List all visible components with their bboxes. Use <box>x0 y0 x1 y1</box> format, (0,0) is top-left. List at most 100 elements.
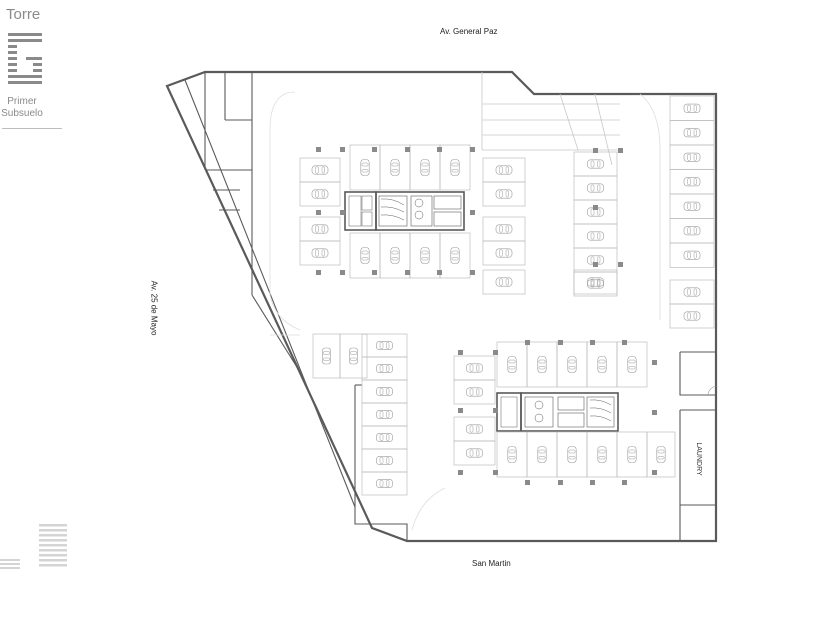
column <box>458 350 463 355</box>
column <box>470 210 475 215</box>
level-label: Primer Subsuelo <box>0 96 44 120</box>
column <box>405 270 410 275</box>
tower-title: Torre <box>6 6 41 23</box>
parking-stall <box>616 431 648 478</box>
door-swing <box>707 385 717 396</box>
parking-stall <box>482 269 526 295</box>
parking-stall <box>361 333 408 358</box>
basement-stack-icon <box>0 559 20 569</box>
column <box>405 147 410 152</box>
parking-stall <box>299 216 341 242</box>
column <box>340 270 345 275</box>
column <box>525 340 530 345</box>
column <box>493 408 498 413</box>
column <box>593 262 598 267</box>
column <box>316 270 321 275</box>
parking-stall <box>482 181 526 207</box>
parking-stall <box>586 431 618 478</box>
column <box>593 148 598 153</box>
column <box>458 470 463 475</box>
column <box>558 480 563 485</box>
column <box>618 148 623 153</box>
core-south <box>496 392 619 432</box>
column <box>590 340 595 345</box>
parking-stall <box>496 341 528 388</box>
parking-stall <box>496 431 528 478</box>
parking-stall <box>669 120 715 146</box>
parking-stall <box>361 471 408 496</box>
level-divider <box>2 128 62 129</box>
parking-stall <box>573 151 618 177</box>
parking-stall <box>526 341 558 388</box>
column <box>593 205 598 210</box>
parking-stall <box>616 341 648 388</box>
column <box>372 147 377 152</box>
parking-stall <box>453 416 496 442</box>
tower-letter-logo <box>8 33 42 84</box>
parking-stall <box>312 333 341 379</box>
outer-walls <box>165 70 718 543</box>
parking-stall <box>573 247 618 273</box>
parking-stall <box>409 232 441 279</box>
street-label-north: Av. General Paz <box>440 27 498 36</box>
parking-stall <box>573 199 618 225</box>
parking-stall <box>299 240 341 266</box>
column <box>590 480 595 485</box>
street-label-south: San Martin <box>472 559 511 568</box>
parking-stall <box>669 144 715 170</box>
column <box>493 350 498 355</box>
parking-stall <box>361 448 408 473</box>
parking-stall <box>573 271 618 297</box>
parking-stall <box>361 379 408 404</box>
structural-columns <box>316 147 657 485</box>
parking-stall <box>669 95 715 121</box>
column <box>340 210 345 215</box>
column <box>652 360 657 365</box>
parking-stall <box>453 440 496 466</box>
parking-stall <box>409 144 441 191</box>
circulation-lines <box>269 91 661 531</box>
parking-stall <box>439 144 471 191</box>
parking-stall <box>669 193 715 219</box>
ramp <box>481 72 620 166</box>
column <box>622 480 627 485</box>
level-label-line2: Subsuelo <box>1 108 43 119</box>
parking-stall <box>646 431 676 478</box>
parking-stall <box>361 425 408 450</box>
parking-stall <box>556 431 588 478</box>
sidebar: Torre Primer Subsuelo <box>0 0 67 630</box>
column <box>652 410 657 415</box>
column <box>622 340 627 345</box>
column <box>316 147 321 152</box>
column <box>372 270 377 275</box>
parking-stall <box>556 341 588 388</box>
laundry-label: LAUNDRY <box>695 442 702 476</box>
column <box>316 210 321 215</box>
parking-stall <box>361 356 408 381</box>
parking-stall <box>526 431 558 478</box>
parking-stalls <box>299 95 715 496</box>
column <box>470 147 475 152</box>
parking-stall <box>573 223 618 249</box>
column <box>493 470 498 475</box>
parking-stall <box>669 303 715 329</box>
parking-stall <box>361 402 408 427</box>
parking-stall <box>453 379 496 405</box>
parking-stall <box>339 333 368 379</box>
column <box>652 470 657 475</box>
core-north <box>344 191 465 231</box>
column <box>340 147 345 152</box>
level-label-line1: Primer <box>7 96 37 107</box>
parking-stall <box>669 218 715 244</box>
column <box>437 147 442 152</box>
parking-stall <box>669 242 715 268</box>
parking-stall <box>482 240 526 266</box>
level-stack-icon <box>39 524 67 567</box>
column <box>558 340 563 345</box>
parking-stall <box>573 269 618 295</box>
column <box>525 480 530 485</box>
parking-stall <box>453 355 496 381</box>
parking-stall <box>439 232 471 279</box>
inner-walls <box>184 72 716 541</box>
